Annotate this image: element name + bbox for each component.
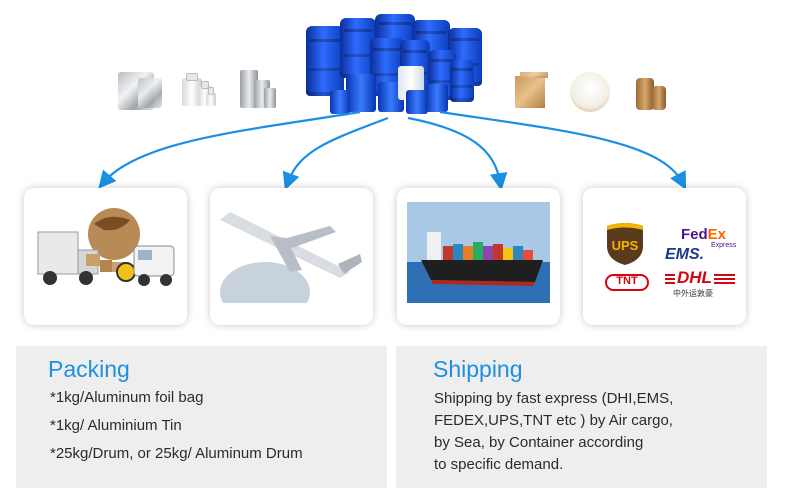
shipping-panel: Shipping Shipping by fast express (DHI,E…: [396, 346, 767, 488]
arrow-to-express: [439, 110, 687, 190]
aluminium-tin: [240, 70, 258, 108]
foil-bag: [138, 78, 162, 108]
dhl-chinese: 中外运敦豪: [673, 289, 713, 298]
tnt-logo: [605, 274, 649, 291]
card-air-cargo: [210, 188, 373, 325]
fibre-drum: [636, 78, 654, 110]
blue-jerrycan: [330, 90, 350, 114]
card-express-couriers: UPS FedEx Express EMS. TNT DHL 中外运敦豪: [583, 188, 746, 325]
arrow-to-sea-cargo: [407, 116, 508, 191]
air-cargo-illustration: [220, 212, 362, 303]
packing-line: *25kg/Drum, or 25kg/ Aluminum Drum: [50, 445, 303, 462]
fedex-logo: FedEx: [681, 226, 726, 243]
product-cluster: [300, 10, 490, 120]
sea-cargo-illustration: [407, 202, 550, 303]
card-sea-cargo: [397, 188, 560, 325]
blue-jerrycan: [346, 74, 376, 112]
shipping-line: FEDEX,UPS,TNT etc ) by Air cargo,: [434, 412, 673, 429]
blue-drum: [306, 26, 344, 96]
ups-label: UPS: [611, 238, 639, 253]
white-bottle: [182, 73, 202, 106]
fedex-ex: Ex: [707, 226, 727, 243]
aluminium-tin: [264, 88, 276, 108]
ups-logo: [607, 223, 643, 265]
shipping-line: Shipping by fast express (DHI,EMS,: [434, 390, 674, 407]
carton-box: [515, 76, 545, 108]
fibre-drum: [652, 86, 666, 110]
packing-title: Packing: [48, 356, 130, 382]
distribution-arrows: [98, 110, 687, 191]
tnt-label: TNT: [616, 275, 638, 287]
white-bottle: [206, 87, 216, 106]
fedex-fed: Fed: [681, 226, 708, 243]
ems-logo: EMS.: [665, 246, 705, 263]
card-land-transport: [24, 188, 187, 325]
powder-pile: [570, 72, 610, 112]
land-transport-illustration: [37, 208, 175, 286]
fedex-express: Express: [711, 242, 737, 249]
packing-line: *1kg/Aluminum foil bag: [50, 389, 204, 406]
blue-jerrycan: [426, 84, 448, 112]
blue-drum: [450, 60, 474, 102]
shipping-line: to specific demand.: [434, 456, 564, 473]
arrow-to-packing-truck: [98, 110, 361, 189]
blue-jerrycan: [406, 90, 428, 114]
arrow-to-air-cargo: [282, 116, 389, 191]
shipping-line: by Sea, by Container according: [434, 434, 644, 451]
packing-panel: Packing *1kg/Aluminum foil bag *1kg/ Alu…: [16, 346, 387, 488]
dhl-logo: DHL: [675, 268, 714, 288]
shipping-title: Shipping: [433, 356, 523, 382]
carton-box-lid: [520, 72, 548, 78]
packing-line: *1kg/ Aluminium Tin: [50, 417, 182, 434]
